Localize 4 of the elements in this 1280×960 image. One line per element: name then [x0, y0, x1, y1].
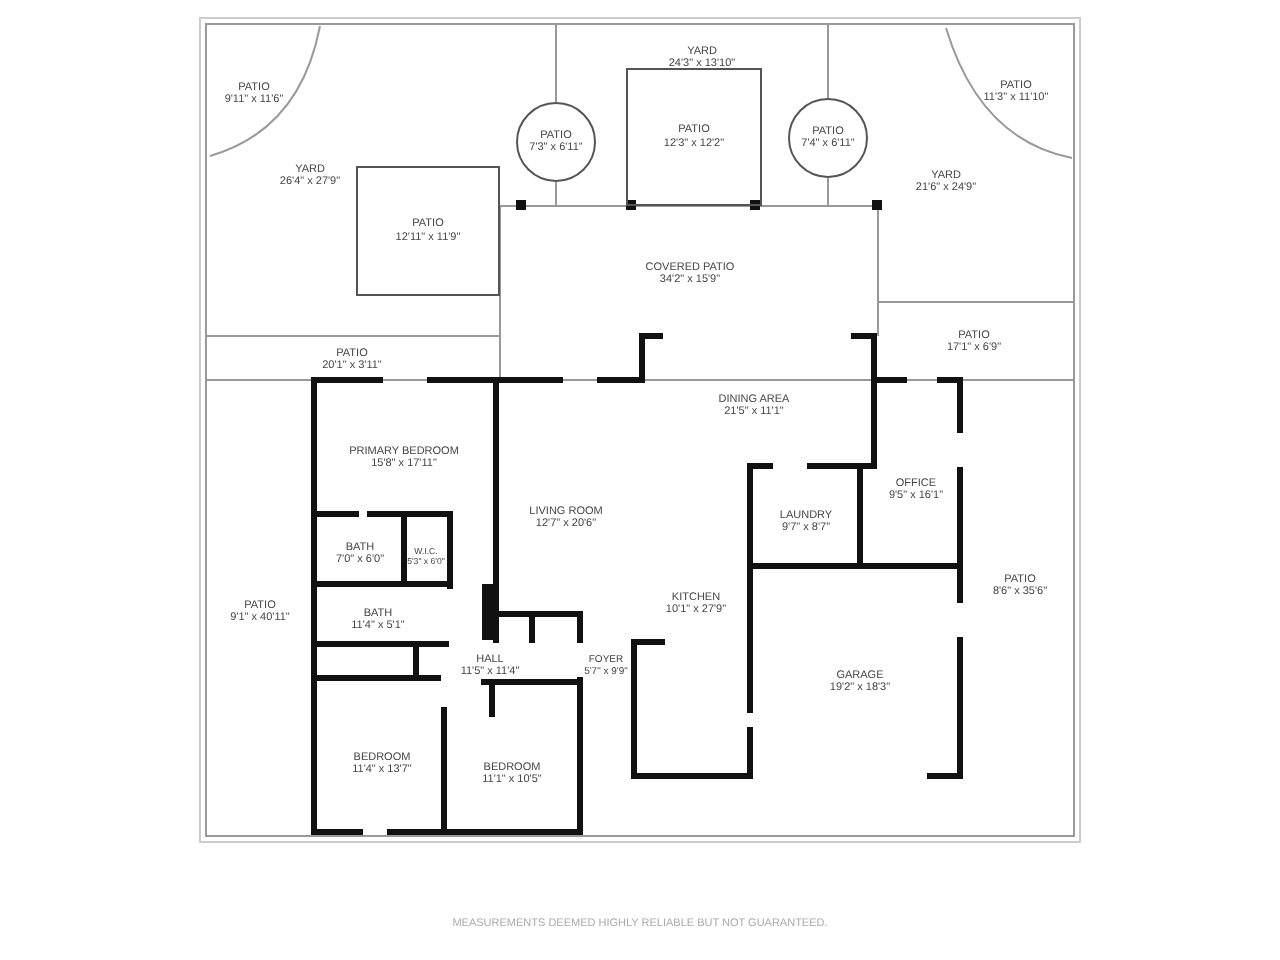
- patio-outline: [626, 68, 762, 206]
- patio-outline: [356, 166, 500, 296]
- round-patio-outline: [516, 102, 596, 182]
- round-patio-outline: [788, 98, 868, 178]
